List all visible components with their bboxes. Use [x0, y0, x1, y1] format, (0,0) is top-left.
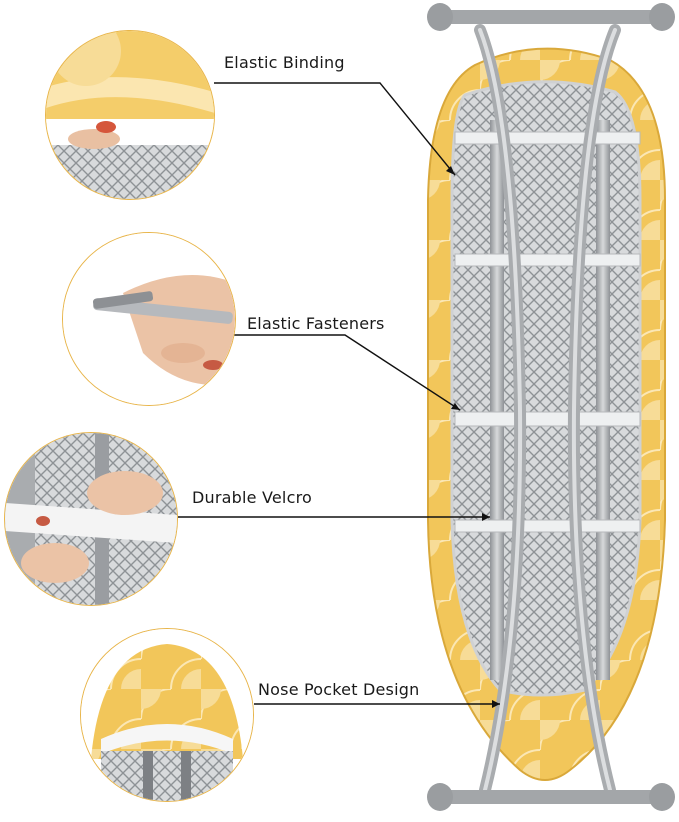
elastic-fasteners-closeup [62, 232, 236, 406]
durable-velcro-closeup [4, 432, 178, 606]
durable-velcro-label: Durable Velcro [192, 488, 312, 507]
elastic-binding-closeup [45, 30, 215, 200]
leader-lines [178, 82, 500, 705]
board-mesh [450, 80, 642, 697]
elastic-fasteners-label: Elastic Fasteners [247, 314, 385, 333]
elastic-binding-label: Elastic Binding [224, 53, 345, 72]
nose-pocket-closeup [80, 628, 254, 802]
nose-pocket-design-label: Nose Pocket Design [258, 680, 420, 699]
